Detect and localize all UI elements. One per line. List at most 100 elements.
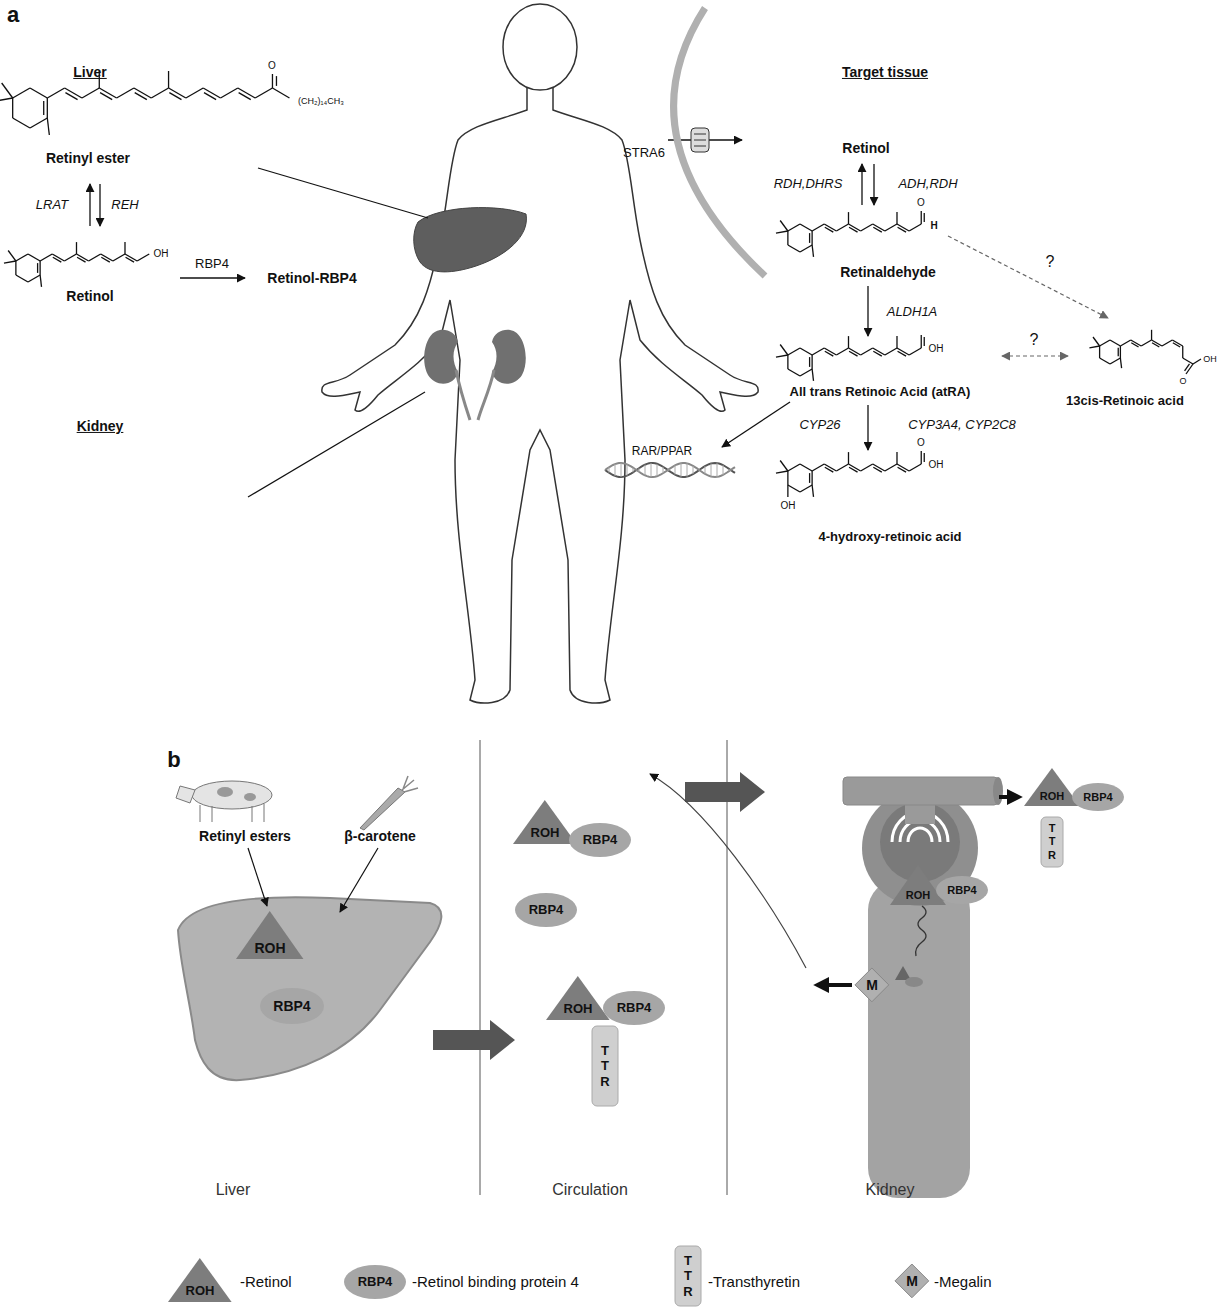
retinol-triangle: ROH	[513, 800, 577, 844]
dna-helix	[639, 468, 640, 472]
liver-shape	[178, 897, 441, 1080]
uncertain-arrow	[948, 236, 1108, 356]
nephron	[843, 777, 1003, 1198]
chemical-bond	[100, 93, 112, 100]
chemical-bond	[861, 348, 873, 355]
dna-helix	[693, 466, 694, 474]
dna-helix	[681, 463, 682, 477]
dna-helix	[645, 465, 646, 476]
chemical-bond	[909, 464, 921, 471]
node-outline	[515, 893, 577, 927]
dna-helix	[621, 463, 622, 477]
label-text: Kidney	[77, 418, 124, 434]
chemical-bond	[126, 257, 134, 262]
rbp4-ellipse: RBP4	[260, 988, 324, 1024]
chemical-bond	[873, 351, 881, 356]
node-outline	[603, 991, 665, 1025]
ttr-box: T T R	[675, 1246, 701, 1306]
liver-organ	[414, 208, 527, 272]
stra6-channel	[691, 128, 709, 152]
filtration-path	[895, 966, 911, 980]
chemical-bond	[39, 261, 40, 275]
chemical-bond	[30, 88, 47, 98]
label-text: b	[167, 747, 180, 772]
uncertain-arrow	[948, 236, 1108, 318]
node-outline	[675, 1246, 701, 1306]
dna-helix	[711, 464, 712, 477]
chemical-bond	[788, 464, 800, 471]
megalin-diamond: M	[895, 1264, 929, 1298]
label-text: O	[917, 437, 925, 449]
chemical-bond	[836, 348, 848, 355]
chemical-bond	[1131, 343, 1138, 347]
chemical-bond	[921, 451, 922, 464]
chemical-bond	[135, 93, 147, 100]
dna-helix	[615, 464, 616, 476]
nephron	[993, 777, 1003, 805]
node-text: M	[866, 977, 878, 993]
chemical-bond	[1110, 340, 1120, 346]
chemical-bond	[124, 242, 125, 254]
label-text: ALDH1A	[887, 305, 938, 320]
node-text: ROH	[906, 889, 930, 902]
dna-helix	[633, 468, 634, 473]
label-text: RDH,DHRS	[774, 177, 843, 192]
chemical-bond	[776, 231, 788, 233]
label-text: CYP26	[799, 418, 840, 433]
chemical-bond	[37, 263, 38, 273]
node-outline	[895, 1264, 929, 1298]
node-text: RBP4	[583, 833, 618, 848]
carrot-illustration	[360, 776, 418, 830]
reaction-arrow	[89, 184, 90, 226]
label-text: O	[917, 197, 925, 209]
chemical-bond	[836, 224, 848, 231]
label-text: (CH₂)₁₄CH₃	[298, 96, 344, 106]
nephron	[868, 880, 970, 1198]
reaction-arrow	[867, 286, 868, 336]
chemical-bond	[896, 336, 897, 348]
label-text: RAR/PPAR	[632, 445, 692, 459]
legend-text: -Megalin	[934, 1273, 992, 1290]
rbp4-ellipse: RBP4	[569, 823, 631, 857]
node-outline	[168, 1258, 232, 1302]
liver-organ	[414, 208, 527, 272]
chemical-bond	[896, 452, 897, 464]
chemical-bond	[885, 348, 897, 355]
label-text: Liver	[216, 1181, 251, 1199]
chemical-bond	[255, 88, 272, 98]
legend-entry: -Retinol binding protein 4	[412, 1273, 579, 1290]
label-text: All trans Retinoic Acid (atRA)	[790, 385, 971, 400]
chemical-bond	[40, 275, 41, 287]
filtration-path	[916, 906, 926, 956]
chemical-bond	[848, 212, 849, 224]
node-text: ROH	[186, 1284, 215, 1299]
label-text: Retinyl ester	[46, 150, 130, 166]
chemical-bond	[2, 83, 13, 98]
rbp4-ellipse: RBP4	[603, 991, 665, 1025]
chemical-bond	[873, 467, 881, 472]
chemical-bond	[788, 369, 800, 376]
legend-entry: -Retinol	[240, 1273, 292, 1290]
uptake-arrow	[340, 848, 378, 912]
node-outline	[236, 911, 303, 959]
chemical-bond	[16, 254, 28, 261]
label-text: Retinol	[842, 140, 889, 156]
label-text: ?	[1030, 331, 1039, 349]
chemical-bond	[812, 485, 813, 497]
chemical-bond	[168, 71, 169, 88]
dna-helix	[605, 463, 735, 477]
chemical-bond	[16, 275, 28, 282]
dna-helix	[717, 463, 718, 477]
kidney-organs	[492, 330, 526, 384]
chemical-bond	[849, 467, 857, 472]
node-outline	[890, 865, 946, 905]
flow-block-arrow	[433, 772, 765, 1060]
chemical-bond	[812, 348, 824, 355]
chemical-bond	[924, 453, 925, 462]
chemical-bond	[13, 88, 30, 98]
chemical-bond	[272, 74, 273, 88]
chemical-bond	[186, 88, 203, 98]
chemical-bond	[788, 485, 800, 492]
